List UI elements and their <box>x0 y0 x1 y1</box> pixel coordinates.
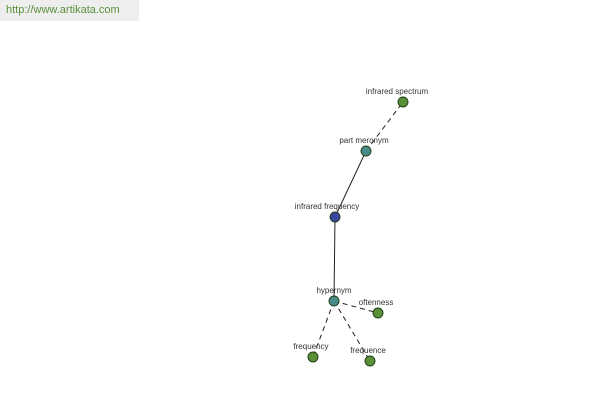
edge-part-meronym-to-infrared-spectrum <box>365 101 404 152</box>
node-label-part-meronym: part meronym <box>339 136 389 145</box>
node-infrared-spectrum[interactable] <box>397 96 409 108</box>
node-label-frequency: frequency <box>293 342 328 351</box>
source-url-watermark: http://www.artikata.com <box>0 0 139 21</box>
node-label-infrared-spectrum: infrared spectrum <box>366 87 429 96</box>
node-label-oftenness: oftenness <box>359 298 394 307</box>
node-infrared-frequency[interactable] <box>329 211 341 223</box>
node-frequency[interactable] <box>307 351 319 363</box>
graph-nodes <box>307 96 409 367</box>
graph-labels: infrared spectrum part meronym infrared fr… <box>293 87 428 355</box>
edge-infrared-frequency-to-part-meronym <box>334 150 367 218</box>
graph-edges <box>312 101 404 362</box>
node-part-meronym[interactable] <box>360 145 372 157</box>
edge-infrared-frequency-to-hypernym <box>333 216 336 302</box>
node-label-infrared-frequency: infrared frequency <box>295 202 359 211</box>
node-hypernym[interactable] <box>328 295 340 307</box>
edge-hypernym-to-frequence <box>333 300 371 362</box>
node-frequence[interactable] <box>364 355 376 367</box>
node-oftenness[interactable] <box>372 307 384 319</box>
edge-hypernym-to-frequency <box>312 300 335 358</box>
edge-hypernym-to-oftenness <box>333 300 379 314</box>
node-label-hypernym: hypernym <box>316 286 351 295</box>
node-label-frequence: frequence <box>350 346 386 355</box>
